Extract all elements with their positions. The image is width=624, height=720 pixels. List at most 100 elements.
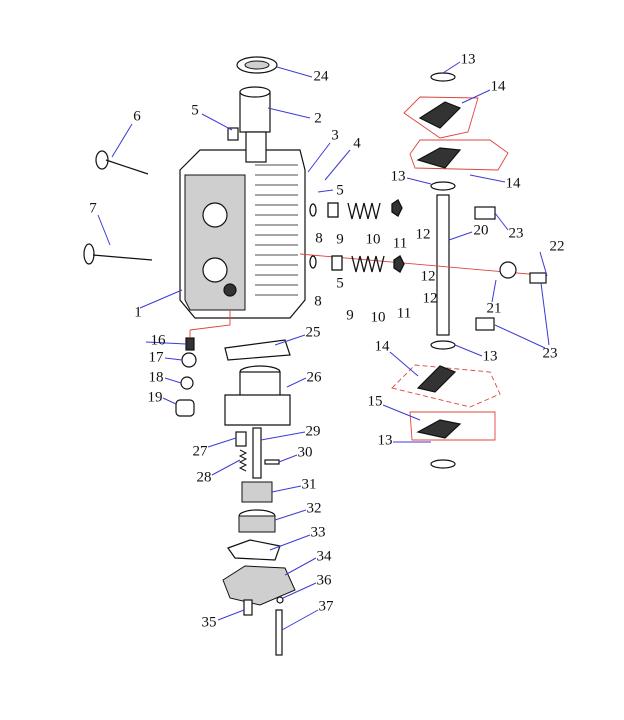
callout-4: 4 [353,135,361,151]
callout-32: 32 [307,500,322,516]
callout-16: 16 [151,332,167,348]
leader-line [260,431,306,441]
leader-line [494,212,509,231]
callout-19: 19 [148,389,163,405]
callout-12: 12 [416,226,431,242]
leader-line [307,142,331,173]
callout-17: 17 [149,349,165,365]
callout-34: 34 [317,548,333,564]
callout-26: 26 [307,369,323,385]
callout-1: 1 [134,304,142,320]
callout-13: 13 [483,348,498,364]
leader-line [284,557,317,576]
callout-18: 18 [149,369,164,385]
callout-14: 14 [491,78,507,94]
leader-line [540,282,550,346]
callout-9: 9 [336,231,344,247]
leader-line [164,377,182,384]
leader-line [317,189,334,193]
leader-line [276,66,313,78]
callout-13: 13 [461,51,476,67]
callout-15: 15 [368,393,383,409]
callout-9: 9 [346,307,354,323]
leader-line [217,609,245,621]
leader-line [267,107,311,119]
callout-5: 5 [191,102,199,118]
leader-line [469,174,506,183]
callout-23: 23 [509,225,524,241]
leader-line [448,231,473,241]
callout-12: 12 [423,290,438,306]
callout-7: 7 [89,200,97,216]
callout-6: 6 [133,108,141,124]
leader-line [491,279,497,303]
callout-28: 28 [197,469,212,485]
valve-springs [309,199,405,273]
leader-line [271,485,302,493]
leader-line [406,177,432,185]
valves [83,150,153,265]
callout-2: 2 [314,110,322,126]
callout-13: 13 [378,432,393,448]
leader-line [97,214,111,246]
rocker-shaft [299,72,547,469]
callout-5: 5 [336,275,344,291]
leader-line [454,344,483,357]
callout-27: 27 [193,443,209,459]
leader-line [282,582,317,599]
callout-10: 10 [366,231,381,247]
leader-line [274,509,307,521]
leader-line [281,609,319,631]
leader-line [207,437,237,448]
leader-line [461,89,491,104]
leader-line [278,454,298,463]
camshaft [227,56,278,163]
leader-line [201,113,233,131]
leader-line [211,459,241,476]
leader-line [111,123,133,158]
callout-8: 8 [315,230,323,246]
callout-8: 8 [314,293,322,309]
callout-31: 31 [302,476,317,492]
leader-line [286,377,307,388]
plug-parts [175,310,231,417]
cylinder-head [179,149,306,319]
leader-line [539,251,548,277]
callout-13: 13 [391,168,406,184]
callout-14: 14 [506,175,522,191]
callout-33: 33 [311,524,326,540]
callout-30: 30 [298,444,313,460]
leader-lines [97,61,550,631]
callout-35: 35 [202,614,217,630]
leader-line [139,289,183,309]
leader-line [324,149,351,181]
callout-29: 29 [306,423,321,439]
callout-25: 25 [306,324,321,340]
callout-24: 24 [314,68,330,84]
leader-line [274,334,306,346]
callout-36: 36 [317,572,333,588]
leader-line [269,534,311,551]
callout-37: 37 [319,598,335,614]
callout-5: 5 [336,182,344,198]
leader-line [494,324,546,349]
callout-14: 14 [375,338,391,354]
lower-assembly [222,339,296,656]
leader-line [162,397,177,405]
leader-line [442,61,461,74]
leader-line [145,341,187,345]
callout-3: 3 [331,127,339,143]
leader-line [389,351,419,377]
leader-line [382,404,421,421]
leader-line [164,357,183,361]
callout-11: 11 [397,305,411,321]
callout-11: 11 [393,235,407,251]
callout-10: 10 [371,309,386,325]
callout-20: 20 [474,222,489,238]
callout-12: 12 [421,268,436,284]
callout-21: 21 [487,300,502,316]
callout-23: 23 [543,345,558,361]
